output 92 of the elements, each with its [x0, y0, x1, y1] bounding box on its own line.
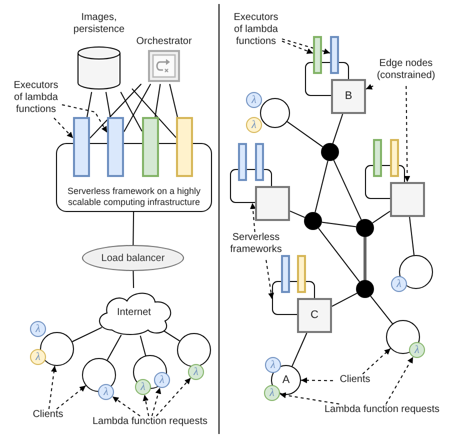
arrow: [56, 385, 86, 410]
lambda-badge: λ: [265, 357, 281, 373]
node-letter: A: [282, 374, 290, 386]
executor-bar: [107, 117, 124, 177]
connector-line: [332, 114, 344, 144]
lambda-badge: λ: [188, 364, 204, 380]
arrow: [266, 260, 274, 300]
connector-line: [132, 212, 134, 246]
lambda-badge: λ: [409, 342, 425, 358]
orchestrator-label: Orchestrator: [136, 36, 192, 48]
load-balancer-ellipse: Load balancer: [82, 245, 184, 271]
arrow: [300, 377, 334, 384]
executor-bar: [255, 143, 264, 181]
edge-node-box: B: [331, 79, 366, 114]
arrow: [362, 348, 391, 374]
connector-line: [290, 210, 306, 218]
connector-line: [124, 84, 152, 132]
connector-line: [372, 210, 390, 224]
arrow: [62, 104, 108, 133]
connector-line: [106, 334, 122, 361]
executor-bar: [297, 255, 306, 293]
annotation-text: Edge nodes (constrained): [368, 58, 444, 86]
connector-line: [333, 160, 362, 220]
arrow: [156, 377, 192, 416]
edge-node-box: [390, 182, 425, 217]
connector-line: [132, 270, 134, 288]
connector-line: [314, 160, 328, 213]
connector-line: [169, 84, 178, 118]
arrow: [142, 394, 150, 416]
lambda-badge: λ: [98, 384, 114, 400]
lambda-badge: λ: [264, 385, 280, 401]
executor-bar: [142, 117, 159, 177]
connector-line: [132, 88, 176, 138]
lambda-badge: λ: [391, 276, 407, 292]
client-circle: [40, 332, 74, 366]
annotation-text: Lambda function requests: [316, 404, 448, 418]
connector-line: [140, 335, 146, 356]
connector-line: [364, 237, 366, 280]
storage-label: Images, persistence: [72, 12, 126, 36]
connector-line: [318, 228, 360, 282]
connector-line: [90, 84, 142, 139]
connector-line: [120, 92, 142, 132]
edge-node-box: [255, 186, 290, 221]
connector-line: [162, 329, 180, 342]
lambda-badge: λ: [30, 349, 46, 365]
executor-bar: [330, 36, 339, 74]
executor-bar: [373, 139, 382, 177]
arrow: [112, 396, 141, 416]
client-circle: [386, 320, 420, 354]
client-circle: [260, 98, 290, 128]
lambda-badge: λ: [154, 372, 170, 388]
client-circle: [177, 333, 211, 367]
annotation-text: Executors of lambda functions: [230, 12, 282, 50]
lambda-badge: λ: [135, 379, 151, 395]
connector-line: [286, 121, 324, 148]
executor-bar: [390, 139, 399, 177]
connector-line: [409, 216, 415, 256]
arrow: [404, 86, 410, 182]
edge-node-box: C: [297, 298, 332, 333]
connector-line: [332, 292, 358, 307]
annotation-text: Serverless frameworks: [226, 232, 286, 260]
connector-line: [321, 222, 357, 228]
connector-line: [292, 332, 308, 367]
annotation-text: Executors of lambda functions: [10, 80, 62, 118]
executor-bar: [176, 117, 193, 177]
executor-bar: [238, 143, 247, 181]
annotation-text: Clients: [26, 409, 70, 423]
connector-line: [154, 84, 161, 118]
executor-bar: [281, 255, 290, 293]
lambda-badge: λ: [246, 92, 262, 108]
connector-line: [72, 326, 102, 342]
executor-bar: [313, 36, 322, 74]
lambda-badge: λ: [30, 321, 46, 337]
connector-line: [370, 296, 393, 324]
cloud-label: Internet: [117, 306, 151, 320]
arrow: [366, 84, 374, 90]
executor-bar: [73, 117, 90, 177]
arrow: [48, 365, 57, 410]
arrow: [54, 118, 74, 139]
arrow: [386, 356, 414, 404]
connector-line: [105, 92, 111, 118]
arrow: [282, 40, 314, 54]
arrow: [151, 387, 162, 416]
arrow: [279, 392, 340, 404]
annotation-text: Clients: [333, 374, 377, 388]
arrow: [250, 202, 256, 232]
arrow: [282, 38, 330, 54]
client-circle: [399, 255, 433, 289]
connector-line: [86, 92, 92, 118]
annotation-text: Lambda function requests: [84, 416, 216, 430]
lambda-badge: λ: [246, 117, 262, 133]
framework-label: Serverless framework on a highly scalable computing infrastructure: [66, 186, 202, 208]
